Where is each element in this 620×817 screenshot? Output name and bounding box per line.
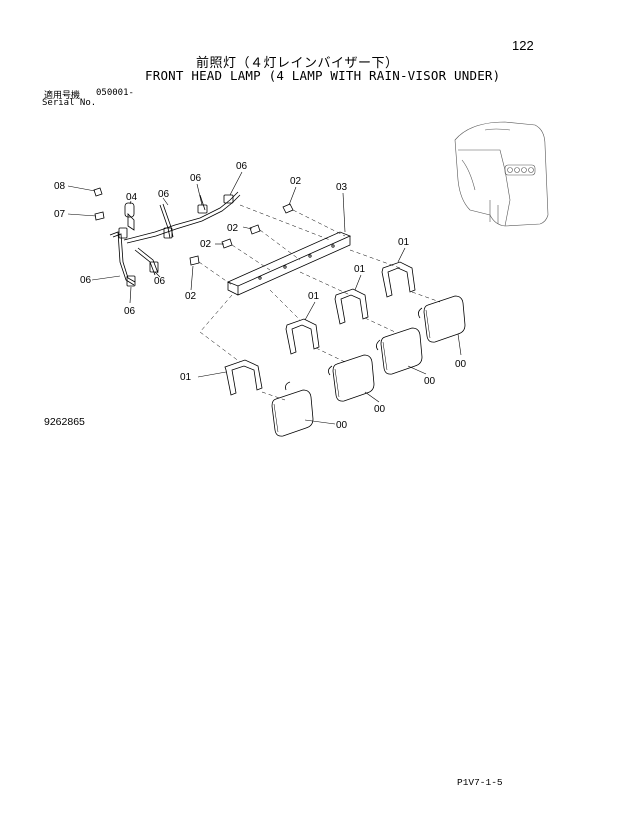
serial-label-japanese: 適用号機 <box>44 91 81 101</box>
part-label-01-mid-left: 01 <box>308 291 320 302</box>
part-label-08: 08 <box>54 181 66 192</box>
part-label-02-bottom: 02 <box>185 291 197 302</box>
drawing-number: 9262865 <box>44 416 85 428</box>
serial-value: 050001- <box>96 88 134 98</box>
assembly-lines <box>198 204 441 401</box>
wire-harness <box>93 187 241 287</box>
title-english: FRONT HEAD LAMP (4 LAMP WITH RAIN-VISOR … <box>145 68 501 83</box>
work-lamps <box>271 295 466 437</box>
serial-label-english: Serial No. <box>42 98 97 108</box>
footer-code: P1V7-1-5 <box>457 777 503 788</box>
leader-lines <box>67 171 462 425</box>
part-label-00-mid-left: 00 <box>374 404 386 415</box>
part-label-00-right: 00 <box>455 359 467 370</box>
page-number: 122 <box>512 38 534 53</box>
part-label-01-right: 01 <box>398 237 410 248</box>
part-label-06-topright: 06 <box>236 161 248 172</box>
part-label-02-mid: 02 <box>227 223 239 234</box>
part-label-01-left: 01 <box>180 372 192 383</box>
part-label-00-mid-right: 00 <box>424 376 436 387</box>
part-label-07: 07 <box>54 209 66 220</box>
machine-cab-outline <box>454 121 549 227</box>
part-label-06-bottom: 06 <box>124 306 136 317</box>
part-label-06-left: 06 <box>80 275 92 286</box>
part-label-01-mid-right: 01 <box>354 264 366 275</box>
title-japanese: 前照灯（４灯レインバイザー下） <box>196 56 399 71</box>
part-label-02-top: 02 <box>290 176 302 187</box>
part-label-04: 04 <box>126 192 138 203</box>
lamp-brackets <box>224 261 416 396</box>
part-label-06-middle: 06 <box>154 276 166 287</box>
mounting-bar <box>226 231 352 296</box>
part-label-06-top: 06 <box>190 173 202 184</box>
part-labels: 08 07 04 06 06 06 06 06 06 02 02 02 02 0… <box>54 161 467 431</box>
part-label-00-left: 00 <box>336 420 348 431</box>
part-label-03: 03 <box>336 182 348 193</box>
part-label-02-left: 02 <box>200 239 212 250</box>
part-label-06-upper: 06 <box>158 189 170 200</box>
